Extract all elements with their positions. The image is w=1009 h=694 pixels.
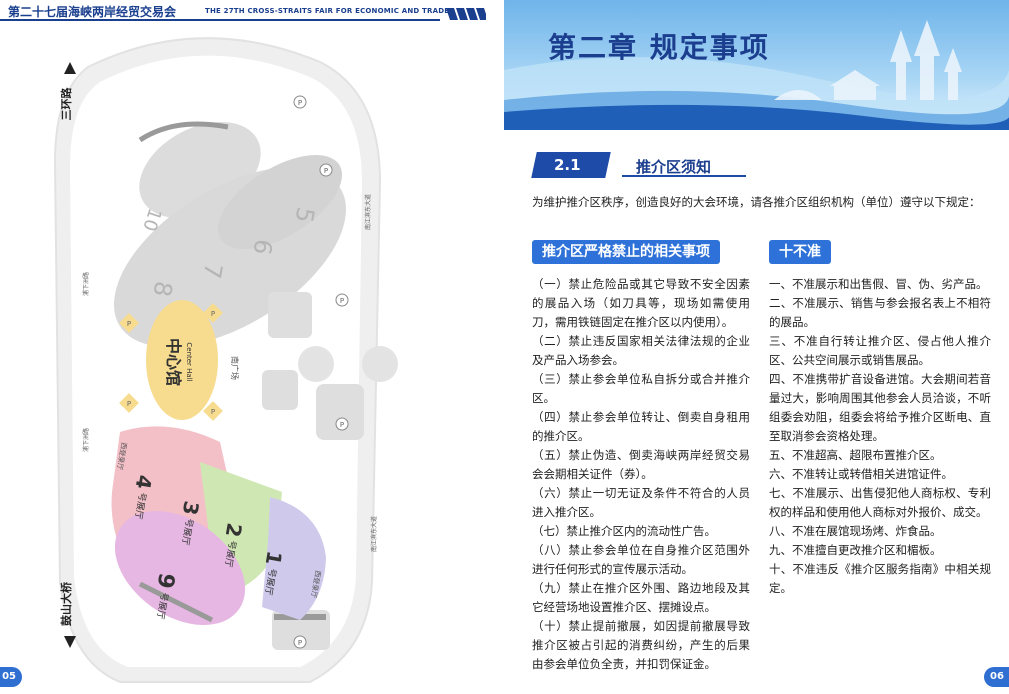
south-arrow-icon — [64, 636, 76, 648]
hall-4-label: 号展厅 — [132, 491, 148, 520]
block-a — [268, 292, 312, 338]
list-item: 一、不准展示和出售假、冒、伪、劣产品。 — [769, 277, 988, 291]
fair-title-cn: 第二十七届海峡两岸经贸交易会 — [8, 5, 177, 19]
parking-icon: P — [319, 163, 333, 177]
north-arrow-icon — [64, 62, 76, 74]
list-item: 九、不准擅自更改推介区和楣板。 — [769, 543, 942, 557]
fair-title-en: THE 27TH CROSS-STRAITS FAIR FOR ECONOMIC… — [205, 7, 450, 15]
svg-text:P: P — [211, 310, 215, 318]
svg-text:P: P — [127, 320, 131, 328]
list-item: 七、不准展示、出售侵犯他人商标权、专利权的样品和使用他人商标对外报价、成交。 — [769, 486, 991, 519]
road-east-label: 南江滨东大道 — [364, 194, 372, 230]
parking-icon: P — [293, 635, 307, 649]
hall-label-group: 10 8 7 6 5 4 号展厅 3 号展厅 2 号展厅 1 号展厅 9 号展厅… — [115, 205, 323, 620]
right-page: 第二章 规定事项 2.1 推介区须知 为维护推介区秩序，创造良好的大会环境，请各… — [504, 0, 1009, 694]
hall-3-number: 3 — [178, 499, 204, 517]
road-north-label: 三环路 — [59, 87, 73, 121]
section-underline — [622, 175, 746, 177]
hall-3-label: 号展厅 — [179, 517, 195, 546]
parking-icon: P — [119, 313, 139, 333]
section-intro: 为维护推介区秩序，创造良好的大会环境，请各推介区组织机构（单位）遵守以下规定： — [532, 195, 981, 209]
plaza-circle-2 — [362, 346, 398, 382]
list-item: （十）禁止提前撤展，如因提前撤展导致推介区被占引起的消费纠纷，产生的后果由参会单… — [532, 619, 750, 671]
list-item: 十、不准违反《推介区服务指南》中相关规定。 — [769, 562, 991, 595]
square-label: 南广场 — [230, 356, 240, 380]
header-band: 第二十七届海峡两岸经贸交易会 THE 27TH CROSS-STRAITS FA… — [0, 0, 504, 22]
prohibited-heading: 推介区严格禁止的相关事项 — [532, 240, 720, 264]
hall-9-number: 9 — [151, 571, 178, 590]
svg-text:P: P — [298, 99, 302, 107]
hall-9-building — [114, 510, 246, 626]
list-item: （三）禁止参会单位私自拆分或合并推介区。 — [532, 372, 750, 405]
list-item: 三、不准自行转让推介区、侵占他人推介区、公共空间展示或销售展品。 — [769, 334, 991, 367]
parking-icon: P — [335, 293, 349, 307]
list-item: 八、不准在展馆现场烤、炸食品。 — [769, 524, 942, 538]
parking-icon: P — [203, 303, 223, 323]
chapter-title: 第二章 规定事项 — [548, 31, 770, 64]
road-east-label: 南江滨东大道 — [370, 516, 378, 552]
list-item: （二）禁止违反国家相关法律法规的企业及产品入场参会。 — [532, 334, 750, 367]
list-item: （五）禁止伪造、倒卖海峡两岸经贸交易会会期相关证件（券）。 — [532, 448, 750, 481]
block-b — [262, 370, 298, 410]
ten-nots-list: 一、不准展示和出售假、冒、伪、劣产品。 二、不准展示、销售与参会报名表上不相符的… — [769, 275, 991, 598]
page-number-left: 05 — [0, 667, 22, 687]
svg-text:P: P — [127, 400, 131, 408]
center-hall-building — [146, 300, 218, 420]
list-item: （六）禁止一切无证及条件不符合的人员进入推介区。 — [532, 486, 750, 519]
list-item: （九）禁止在推介区外围、路边地段及其它经营场地设置推介区、摆摊设点。 — [532, 581, 750, 614]
list-item: （一）禁止危险品或其它导致不安全因素的展品入场（如刀具等，现场如需使用刀，需用铁… — [532, 277, 750, 329]
hall-number: 5 — [289, 205, 319, 225]
hall-number: 8 — [147, 279, 177, 299]
list-item: （四）禁止参会单位转让、倒卖自身租用的推介区。 — [532, 410, 750, 443]
block-c — [316, 384, 364, 440]
list-item: （八）禁止参会单位在自身推介区范围外进行任何形式的宣传展示活动。 — [532, 543, 750, 576]
hall-2-number: 2 — [221, 521, 247, 539]
section-title: 推介区须知 — [636, 158, 712, 176]
hall-number: 7 — [197, 261, 227, 281]
chapter-banner — [504, 0, 1009, 130]
parking-markers: P P P P P P P P P — [119, 95, 349, 649]
list-item: 四、不准携带扩音设备进馆。大会期间若音量过大，影响周围其他参会人员洽谈，不听组委… — [769, 372, 991, 443]
parking-icon: P — [119, 393, 139, 413]
plaza-circle — [298, 346, 334, 382]
parking-icon: P — [335, 417, 349, 431]
svg-text:P: P — [298, 639, 302, 647]
svg-text:P: P — [324, 167, 328, 175]
hall-1-number: 1 — [261, 549, 287, 567]
parking-icon: P — [293, 95, 307, 109]
list-item: 二、不准展示、销售与参会报名表上不相符的展品。 — [769, 296, 991, 329]
venue-map: 中心馆 Center Hall 南广场 10 8 7 6 5 4 号展厅 3 号… — [53, 37, 398, 683]
hall-4-number: 4 — [131, 473, 157, 491]
ten-nots-heading: 十不准 — [769, 240, 831, 264]
road-west-label: 浦下洲路 — [82, 272, 90, 296]
svg-text:P: P — [211, 408, 215, 416]
prohibited-list: （一）禁止危险品或其它导致不安全因素的展品入场（如刀具等，现场如需使用刀，需用铁… — [532, 275, 750, 674]
parking-icon: P — [203, 401, 223, 421]
hall-9-label: 号展厅 — [154, 591, 170, 620]
header-underline — [0, 19, 440, 21]
page-number-right: 06 — [984, 667, 1009, 687]
svg-text:P: P — [340, 421, 344, 429]
header-stripes-icon — [446, 8, 486, 20]
hall-5-building — [217, 155, 343, 249]
center-hall-label: 中心馆 — [164, 338, 183, 386]
road-south-label: 鼓山大桥 — [59, 581, 73, 626]
hall-1-label: 号展厅 — [262, 567, 278, 596]
hall-9-roof — [138, 581, 214, 623]
left-page: 第二十七届海峡两岸经贸交易会 THE 27TH CROSS-STRAITS FA… — [0, 0, 504, 694]
hall-10-roof — [138, 121, 229, 143]
hall-1-building — [262, 497, 326, 620]
svg-text:P: P — [340, 297, 344, 305]
road-west-label: 浦下洲路 — [82, 428, 90, 452]
list-item: 六、不准转让或转借相关进馆证件。 — [769, 467, 953, 481]
list-item: （七）禁止推介区内的流动性广告。 — [532, 524, 716, 538]
section-number: 2.1 — [531, 152, 611, 178]
center-hall-label-en: Center Hall — [185, 342, 193, 381]
section-heading: 2.1 推介区须知 — [526, 150, 746, 180]
hall-2-label: 号展厅 — [222, 539, 238, 568]
skyline-icon — [774, 20, 962, 100]
hall-number: 6 — [247, 237, 277, 257]
list-item: 五、不准超高、超限布置推介区。 — [769, 448, 942, 462]
